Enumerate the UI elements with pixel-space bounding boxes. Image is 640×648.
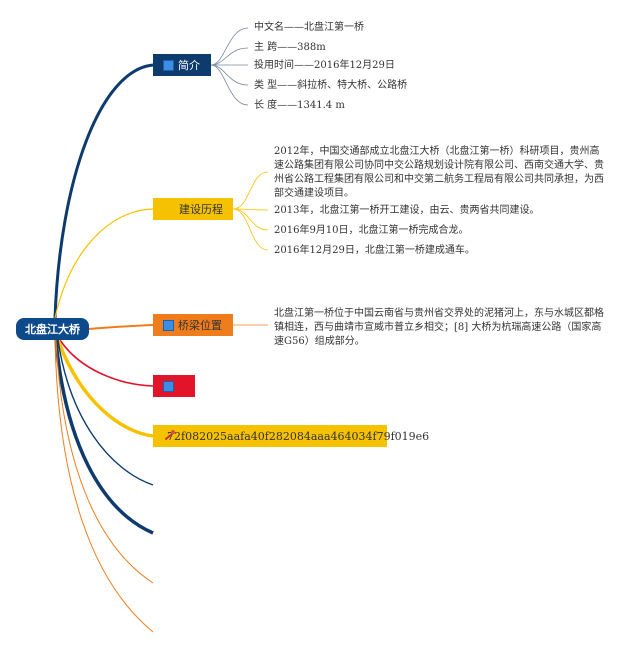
branch-intro-label: 简介 bbox=[178, 59, 200, 72]
connector-extra-3 bbox=[55, 339, 154, 584]
history-leaf-2: 2013年，北盘江第一桥开工建设，由云、贵两省共同建设。 bbox=[274, 205, 540, 216]
leaf-line-intro-4 bbox=[210, 64, 249, 86]
branch-history-label: 建设历程 bbox=[179, 203, 223, 216]
branch-history[interactable]: 建设历程 bbox=[153, 198, 233, 220]
branch-location-label: 桥梁位置 bbox=[178, 319, 222, 332]
location-leaf: 北盘江第一桥位于中国云南省与贵州省交界处的泥猪河上，东与水城区都格镇相连，西与曲… bbox=[274, 308, 604, 347]
connector-hash bbox=[56, 339, 154, 438]
root-label: 北盘江大桥 bbox=[25, 323, 80, 336]
branch-empty[interactable] bbox=[153, 375, 195, 397]
history-leaf-4: 2016年12月29日，北盘江第一桥建成通车。 bbox=[274, 245, 475, 256]
leaf-line-history-1 bbox=[232, 171, 269, 210]
leaf-line-intro-5 bbox=[210, 64, 249, 106]
flag-icon bbox=[163, 319, 174, 331]
branch-hash-label: 72f082025aafa40f282084aaa464034f79f019e6 bbox=[167, 429, 430, 443]
history-leaf-3: 2016年9月10日，北盘江第一桥完成合龙。 bbox=[274, 225, 469, 236]
intro-leaf-1: 中文名——北盘江第一桥 bbox=[254, 22, 364, 33]
root-node[interactable]: 北盘江大桥 bbox=[16, 318, 89, 340]
branch-intro[interactable]: 简介 bbox=[153, 54, 211, 76]
connector-extra-4 bbox=[54, 339, 154, 633]
connector-empty bbox=[59, 339, 154, 387]
intro-leaf-4: 类 型——斜拉桥、特大桥、公路桥 bbox=[254, 80, 408, 91]
leaf-line-intro-1 bbox=[210, 27, 249, 66]
flag-icon bbox=[163, 59, 174, 71]
connector-intro bbox=[53, 63, 154, 319]
intro-leaf-2: 主 跨——388m bbox=[254, 42, 326, 53]
branch-hash[interactable]: 72f082025aafa40f282084aaa464034f79f019e6 bbox=[153, 425, 429, 447]
branch-location[interactable]: 桥梁位置 bbox=[153, 314, 233, 336]
intro-leaf-3: 投用时间——2016年12月29日 bbox=[254, 60, 395, 71]
connector-history bbox=[54, 208, 154, 319]
connector-extra-1 bbox=[57, 339, 154, 486]
leaf-line-history-3 bbox=[232, 208, 269, 231]
leaf-line-history-4 bbox=[232, 208, 269, 251]
leaf-line-intro-2 bbox=[210, 47, 249, 66]
connector-extra-2 bbox=[54, 339, 154, 535]
intro-leaf-5: 长 度——1341.4 m bbox=[254, 100, 345, 111]
connector-location bbox=[88, 324, 154, 330]
history-leaf-1: 2012年，中国交通部成立北盘江大桥（北盘江第一桥）科研项目，贵州高速公路集团有… bbox=[274, 146, 604, 199]
flag-icon bbox=[163, 380, 174, 392]
